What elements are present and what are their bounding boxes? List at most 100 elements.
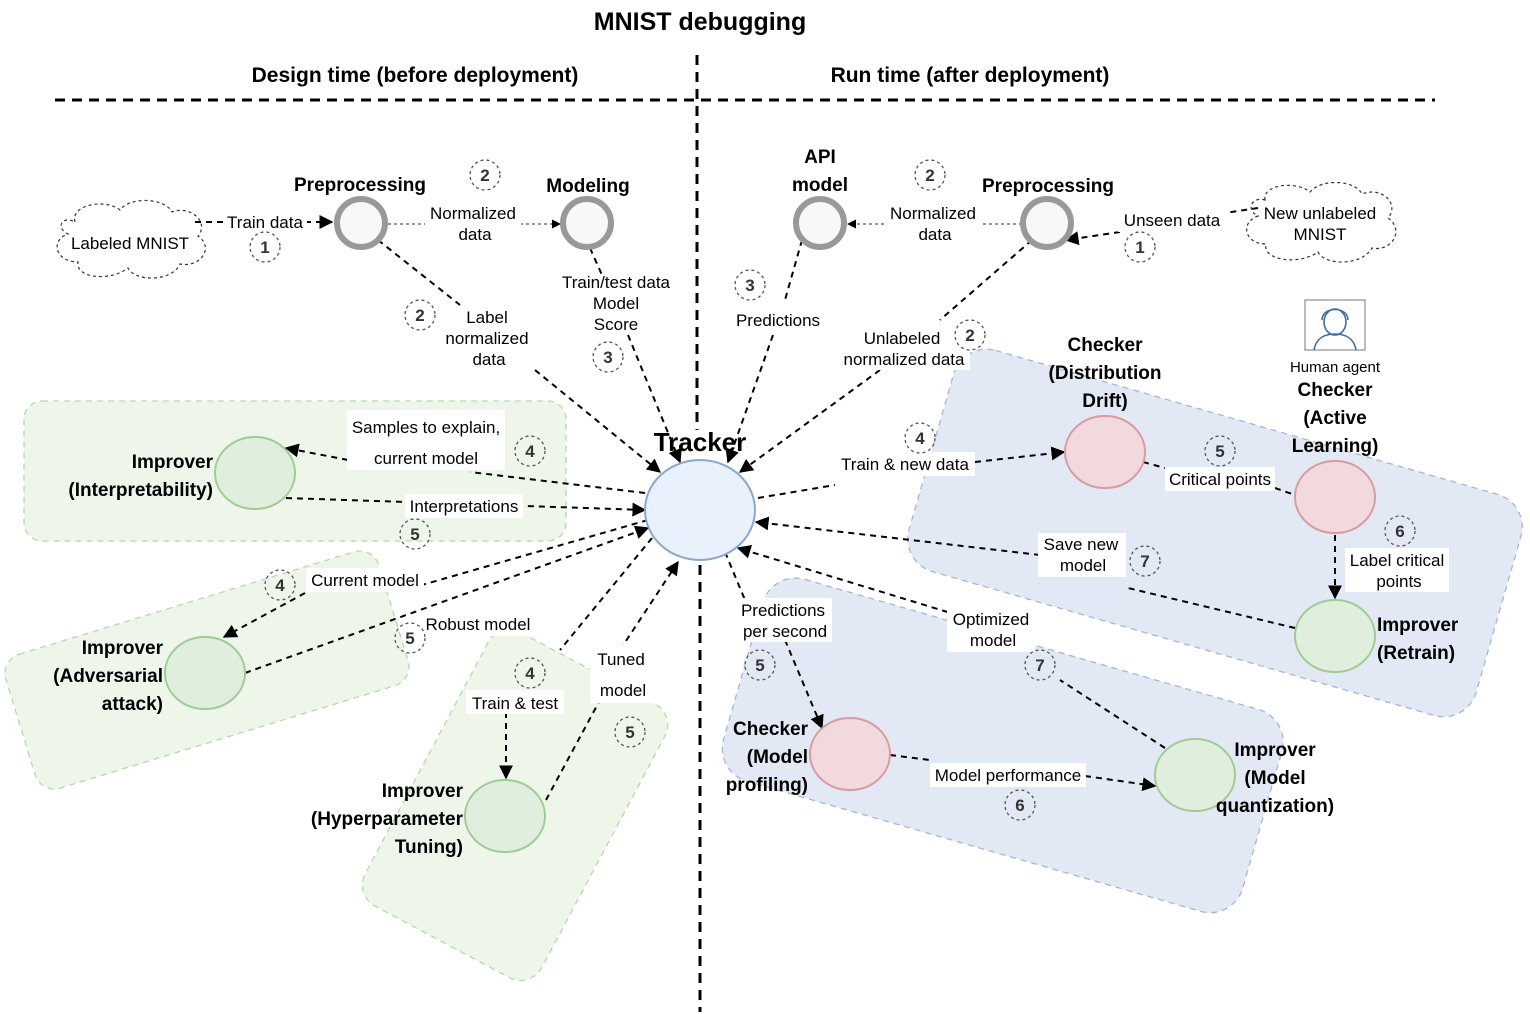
svg-text:2: 2 <box>965 326 974 345</box>
node-tracker <box>644 459 756 561</box>
edge-save-new-model <box>756 522 1296 629</box>
svg-text:6: 6 <box>1395 522 1404 541</box>
step-badge <box>592 341 624 373</box>
node-labels: Preprocessing Modeling API model Preproc… <box>53 147 1459 858</box>
step-badge <box>614 716 646 748</box>
edge-unseen <box>1066 207 1259 240</box>
elabel-unseen: Unseen data <box>1124 211 1221 230</box>
step-badge <box>734 269 766 301</box>
svg-text:5: 5 <box>755 656 764 675</box>
label-modeling: Modeling <box>546 176 629 197</box>
elabel-current-model: Current model <box>311 571 419 590</box>
edge-current-model <box>224 519 649 637</box>
label-tracker: Tracker <box>654 427 747 457</box>
elabel-label-critical-2: points <box>1376 572 1421 591</box>
elabel-label-norm-2: normalized <box>445 329 528 348</box>
svg-text:7: 7 <box>1035 656 1044 675</box>
node-improver-adversarial <box>164 636 246 710</box>
elabel-tuned-1: Tuned <box>597 650 645 669</box>
header-design-time: Design time (before deployment) <box>252 64 579 87</box>
node-checker-drift <box>1064 415 1146 489</box>
step-badge <box>954 319 986 351</box>
edge-train-new-data <box>757 452 1064 499</box>
elabel-save-new-2: model <box>1060 556 1106 575</box>
svg-text:6: 6 <box>1015 796 1024 815</box>
cloud-labeled-mnist-label: Labeled MNIST <box>71 234 189 253</box>
svg-text:1: 1 <box>1135 238 1144 257</box>
elabel-samples-2: current model <box>374 449 478 468</box>
label-adv-1: Improver <box>82 638 164 659</box>
label-preprocessing-right: Preprocessing <box>982 176 1114 197</box>
label-active-1: Checker <box>1298 380 1374 401</box>
elabel-label-norm-3: data <box>472 350 506 369</box>
elabel-normalized-right-2: data <box>918 225 952 244</box>
human-agent-icon <box>1304 299 1366 351</box>
label-drift-2: (Distribution <box>1049 363 1162 384</box>
node-api-model <box>793 196 847 250</box>
step-badge <box>914 159 946 191</box>
cloud-new-unlabeled-mnist: New unlabeled MNIST <box>1246 181 1397 263</box>
elabel-save-new-1: Save new <box>1044 535 1119 554</box>
elabel-critical-points: Critical points <box>1169 470 1271 489</box>
step-badge <box>264 569 296 601</box>
edge-model-performance <box>889 754 1155 786</box>
label-active-2: (Active <box>1303 408 1366 429</box>
label-adv-3: attack) <box>102 694 163 715</box>
edge-train-test <box>506 537 653 778</box>
svg-text:5: 5 <box>625 723 634 742</box>
label-hyper-3: Tuning) <box>395 837 463 858</box>
elabel-modeling-3: Score <box>594 315 638 334</box>
label-retrain-2: (Retrain) <box>1377 643 1455 664</box>
svg-text:4: 4 <box>525 664 535 683</box>
node-improver-quantization <box>1154 738 1236 812</box>
cloud-unlabeled-line2: MNIST <box>1294 225 1347 244</box>
step-badge <box>1384 515 1416 547</box>
label-interp-1: Improver <box>132 452 214 473</box>
node-preprocessing-right <box>1020 196 1074 250</box>
elabel-model-performance: Model performance <box>935 766 1081 785</box>
human-agent-label: Human agent <box>1290 359 1381 376</box>
node-preprocessing-left <box>334 196 388 250</box>
label-api-line1: API <box>804 147 836 168</box>
step-badge <box>394 622 426 654</box>
elabel-modeling-1: Train/test data <box>562 273 671 292</box>
node-improver-retrain <box>1294 599 1376 673</box>
elabel-normalized-right-1: Normalized <box>890 204 976 223</box>
elabel-predictions: Predictions <box>736 311 820 330</box>
label-profiling-3: profiling) <box>726 775 808 796</box>
svg-text:7: 7 <box>1140 552 1149 571</box>
step-badge <box>1124 231 1156 263</box>
elabel-unlabeled-1: Unlabeled <box>864 329 941 348</box>
label-preprocessing-left: Preprocessing <box>294 175 426 196</box>
label-quant-2: (Model <box>1244 768 1305 789</box>
node-improver-interpretability <box>214 436 296 510</box>
step-badge <box>1004 789 1036 821</box>
elabel-pred-sec-1: Predictions <box>741 601 825 620</box>
step-badge <box>469 159 501 191</box>
edge-labels: Train data Normalized data Label normali… <box>223 202 1449 787</box>
elabel-modeling-2: Model <box>593 294 639 313</box>
edge-predictions-per-second <box>724 551 822 728</box>
label-drift-3: Drift) <box>1082 391 1127 412</box>
edge-modeling-tracker <box>589 247 680 462</box>
elabel-tuned-2: model <box>600 681 646 700</box>
svg-text:5: 5 <box>410 525 419 544</box>
nodes <box>164 196 1376 853</box>
edge-robust-model <box>244 525 650 674</box>
svg-text:4: 4 <box>525 442 535 461</box>
label-quant-3: quantization) <box>1216 796 1334 817</box>
svg-text:2: 2 <box>415 306 424 325</box>
svg-text:4: 4 <box>915 429 925 448</box>
elabel-pred-sec-2: per second <box>743 622 827 641</box>
svg-text:3: 3 <box>745 276 754 295</box>
step-badge <box>904 422 936 454</box>
elabel-label-norm-1: Label <box>466 308 508 327</box>
step-badge <box>1129 545 1161 577</box>
elabel-label-critical-1: Label critical <box>1350 551 1445 570</box>
label-adv-2: (Adversarial <box>53 666 163 687</box>
label-hyper-2: (Hyperparameter <box>311 809 464 830</box>
svg-text:4: 4 <box>275 576 285 595</box>
node-checker-profiling <box>809 717 891 791</box>
label-interp-2: (Interpretability) <box>68 480 213 501</box>
